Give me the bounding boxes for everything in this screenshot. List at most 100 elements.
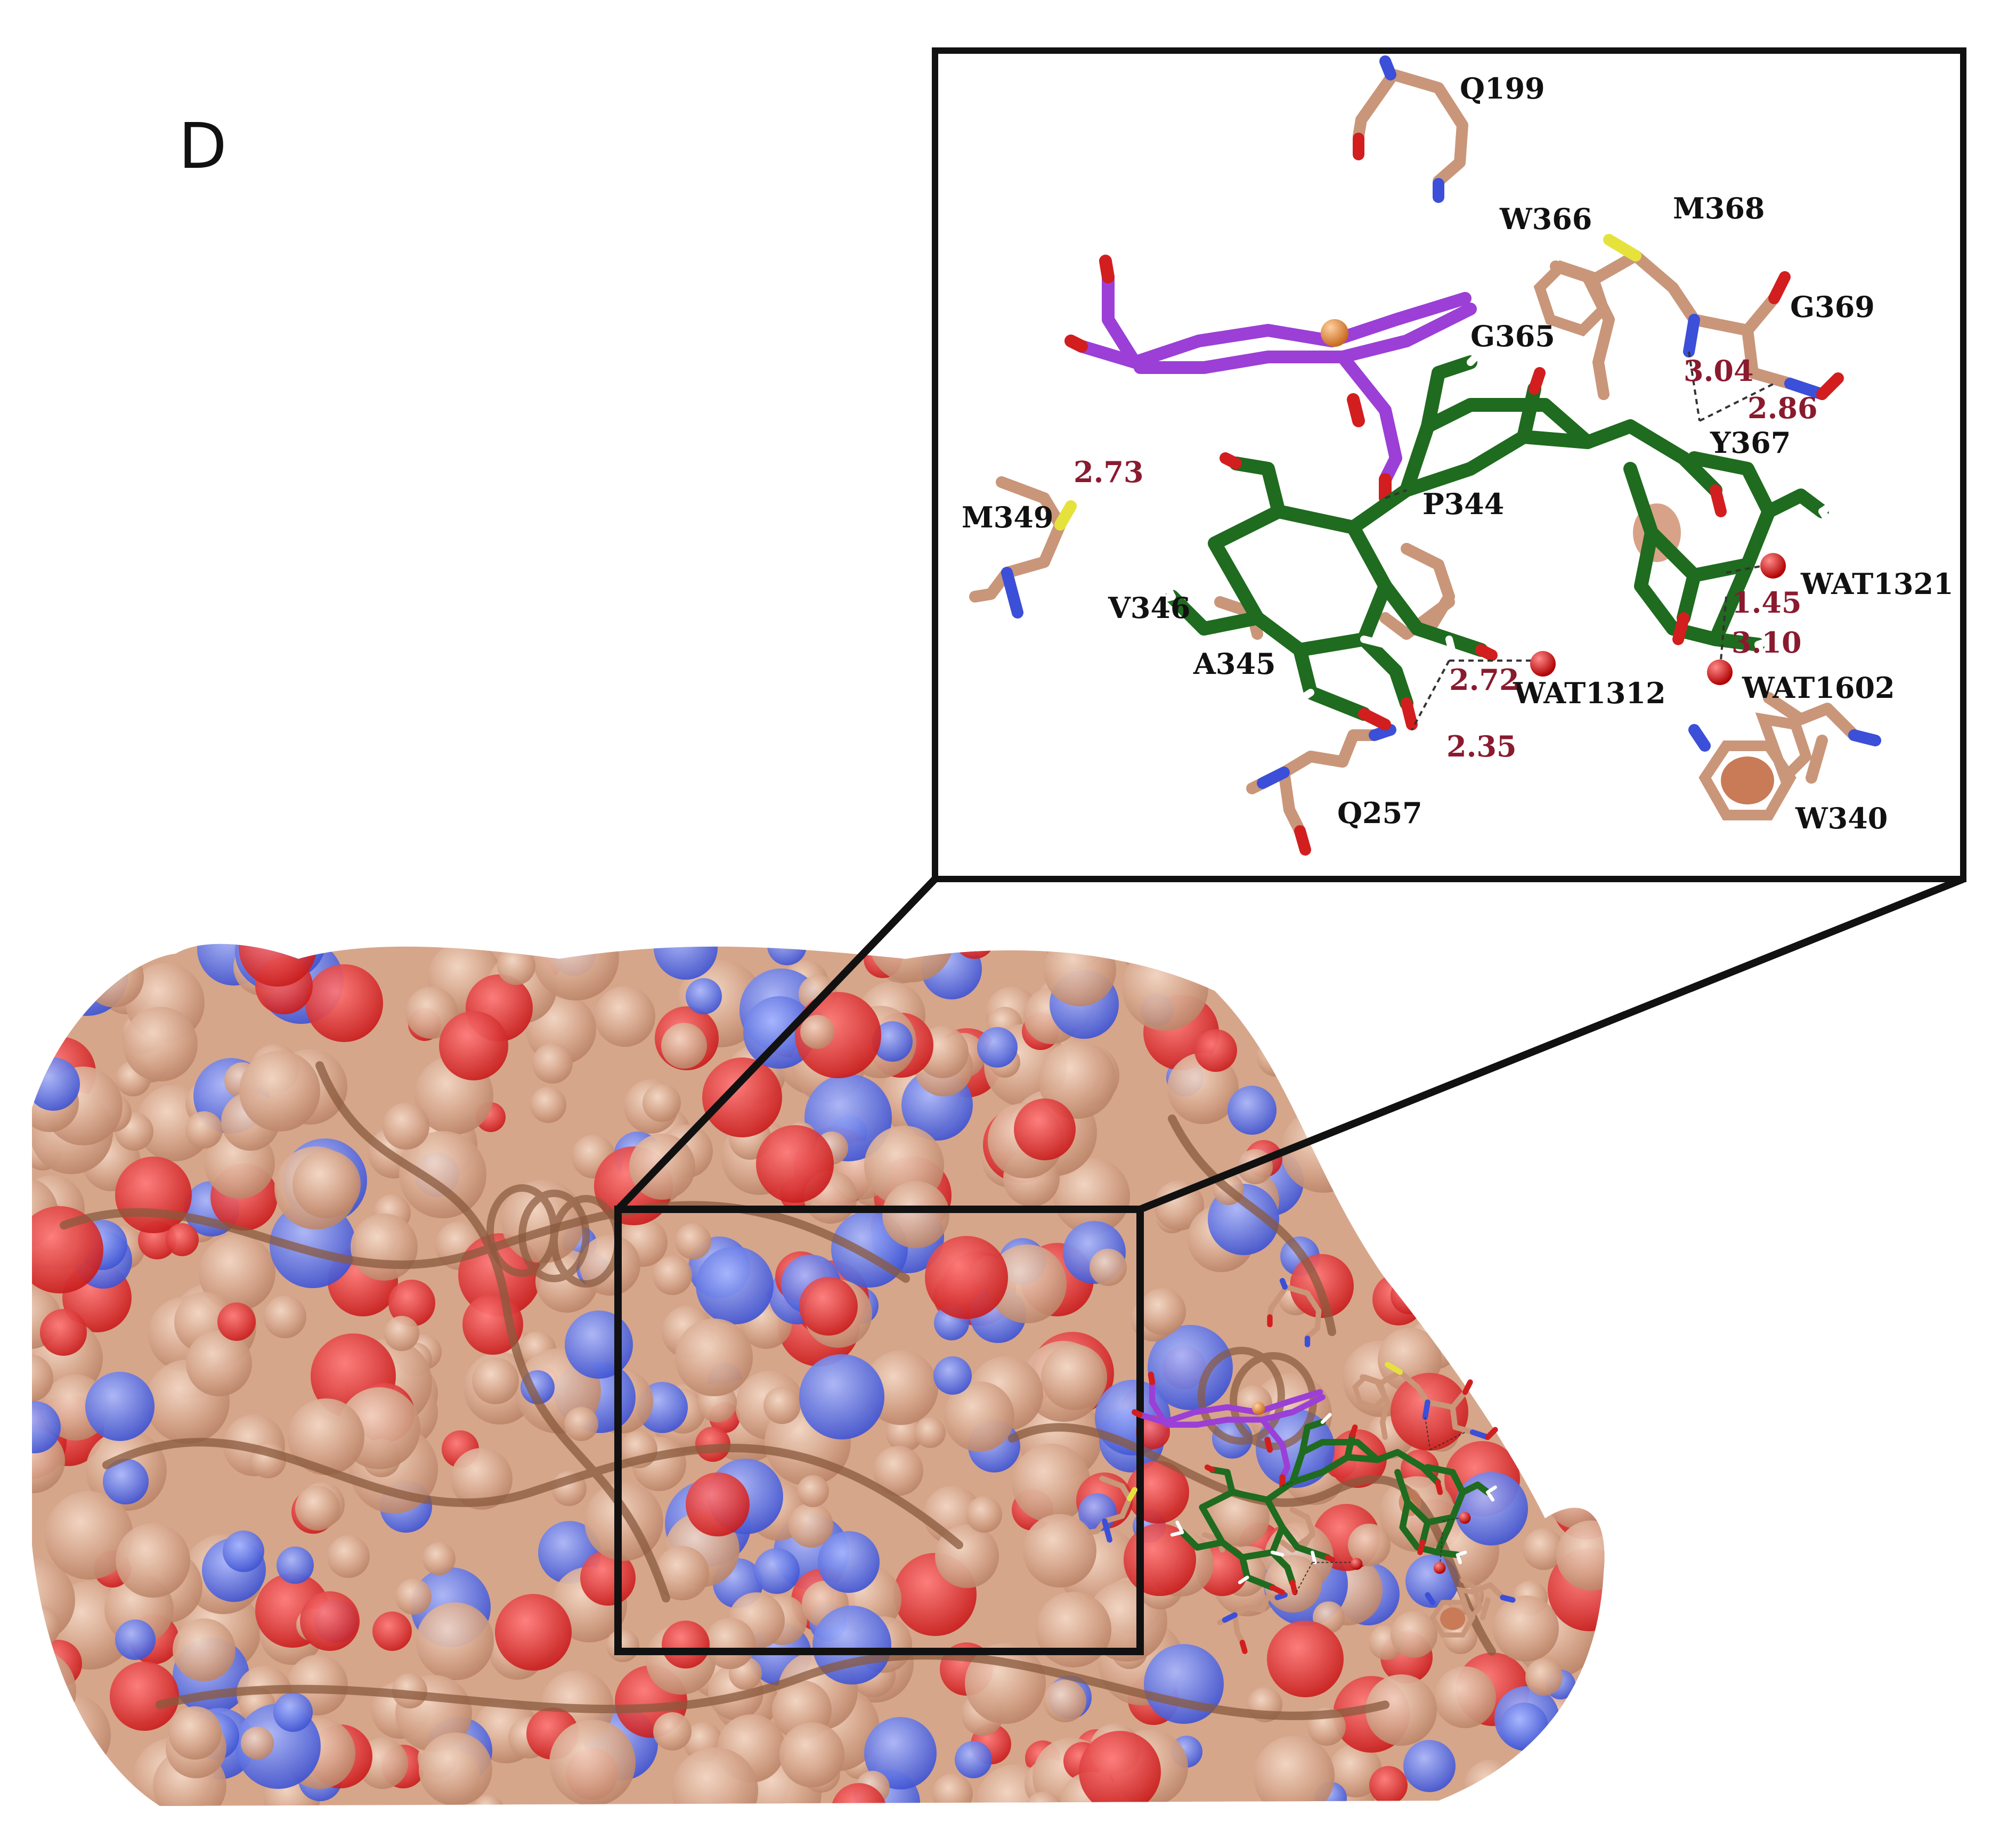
surface-patch xyxy=(756,1125,834,1203)
ligand xyxy=(1165,355,1829,721)
surface-patch xyxy=(655,1546,709,1600)
surface-patch xyxy=(1036,1592,1111,1667)
label-a345: A345 xyxy=(1193,647,1276,681)
surface-patch xyxy=(1476,1188,1529,1241)
label-m349: M349 xyxy=(962,500,1054,534)
surface-patch xyxy=(653,1712,692,1751)
surface-patch xyxy=(1460,948,1526,1014)
surface-patch xyxy=(654,943,718,980)
surface-patch xyxy=(1256,1409,1335,1488)
surface-patch xyxy=(32,983,67,1019)
surface-patch xyxy=(653,1256,692,1295)
surface-patch xyxy=(915,1417,946,1448)
surface-patch xyxy=(533,943,619,1000)
label-w366: W366 xyxy=(1499,202,1592,236)
surface-patch xyxy=(115,1620,156,1660)
surface-patch xyxy=(40,1309,87,1356)
label-g365: G365 xyxy=(1470,319,1555,353)
surface-patch xyxy=(292,1150,361,1218)
label-g369: G369 xyxy=(1790,290,1875,324)
surface-patch xyxy=(1275,1028,1325,1078)
surface-patch xyxy=(1409,1216,1454,1261)
hydrogens xyxy=(1147,343,1842,707)
surface-patch xyxy=(472,1357,519,1404)
label-q199: Q199 xyxy=(1460,71,1545,105)
surface-patch xyxy=(1139,1288,1186,1335)
iron-atom xyxy=(1321,319,1348,347)
surface-patch xyxy=(1391,1373,1468,1451)
surface-patch xyxy=(1453,943,1503,988)
surface-patch xyxy=(399,1131,486,1218)
surface-patch xyxy=(1494,1352,1550,1407)
surface-patch xyxy=(1249,943,1307,988)
surface-patch xyxy=(1504,1319,1581,1395)
surface-patch xyxy=(32,1693,111,1777)
surface-patch xyxy=(388,1280,435,1327)
surface-patch xyxy=(1391,1277,1428,1314)
surface-patch xyxy=(702,1057,782,1137)
distance-2-72: 2.72 xyxy=(1449,663,1519,697)
water-labels: WAT1321 WAT1602 WAT1312 xyxy=(1513,567,1954,710)
surface-patch xyxy=(1329,1744,1382,1797)
surface-patch xyxy=(186,1330,252,1396)
surface-patch xyxy=(1564,1326,1595,1357)
surface-patch xyxy=(1539,1222,1605,1295)
distance-3-04: 3.04 xyxy=(1684,354,1754,388)
surface-patch xyxy=(1506,943,1554,963)
surface-patch xyxy=(1403,1740,1456,1792)
surface-patch xyxy=(1228,1086,1277,1135)
surface-patch xyxy=(1044,1680,1086,1722)
surface-patch xyxy=(743,996,816,1069)
surface-patch xyxy=(239,1051,320,1132)
protein-surface xyxy=(32,943,1605,1806)
surface-patch xyxy=(1525,1658,1563,1696)
trp-rings xyxy=(1533,260,1812,820)
surface-patch xyxy=(1154,1181,1204,1231)
surface-patch xyxy=(882,1181,949,1248)
surface-patch xyxy=(1556,1520,1605,1591)
surface-patch xyxy=(1500,1703,1548,1751)
surface-patch xyxy=(85,1372,155,1441)
surface-patch xyxy=(1090,1249,1127,1286)
surface-patch xyxy=(763,1387,801,1424)
surface-patch xyxy=(1253,958,1300,1005)
surface-patch xyxy=(932,1773,973,1806)
surface-patch xyxy=(1568,943,1605,968)
surface-patch xyxy=(1348,1524,1391,1566)
surface-patch xyxy=(166,1223,199,1256)
distance-2-35: 2.35 xyxy=(1446,729,1517,763)
surface-patch xyxy=(954,943,995,959)
surface-patch xyxy=(868,943,954,982)
surface-patch xyxy=(451,1448,513,1510)
surface-patch xyxy=(925,1236,1008,1319)
surface-patch xyxy=(1298,1040,1382,1124)
distance-1-45: 1.45 xyxy=(1732,585,1802,620)
label-wat1312: WAT1312 xyxy=(1513,676,1666,710)
surface-patch xyxy=(327,1535,370,1578)
surface-patch xyxy=(1501,1112,1555,1166)
surface-patch xyxy=(795,992,881,1078)
surface-patch xyxy=(1547,1471,1605,1528)
surface-patch xyxy=(1550,1074,1587,1111)
surface-patch xyxy=(944,1381,1014,1452)
panel-letter: D xyxy=(178,109,227,183)
surface-patch xyxy=(1243,943,1318,989)
surface-patch xyxy=(1464,1760,1519,1806)
binding-site-box xyxy=(614,1206,1144,1655)
surface-patch xyxy=(103,1459,149,1504)
surface-patch xyxy=(565,1311,633,1379)
surface-patch xyxy=(1491,1190,1563,1261)
surface-patch xyxy=(799,1354,884,1439)
surface-patch xyxy=(584,1482,663,1561)
surface-patch xyxy=(696,1247,774,1324)
surface-patch xyxy=(675,1319,753,1396)
surface-patch xyxy=(497,947,535,985)
surface-patch xyxy=(799,1277,858,1336)
heme xyxy=(1075,271,1477,486)
surface-patch xyxy=(662,1621,710,1669)
label-m368: M368 xyxy=(1673,191,1765,225)
surface-patch xyxy=(1411,943,1457,987)
surface-patch xyxy=(1451,1251,1529,1329)
surface-patch xyxy=(277,1547,314,1584)
